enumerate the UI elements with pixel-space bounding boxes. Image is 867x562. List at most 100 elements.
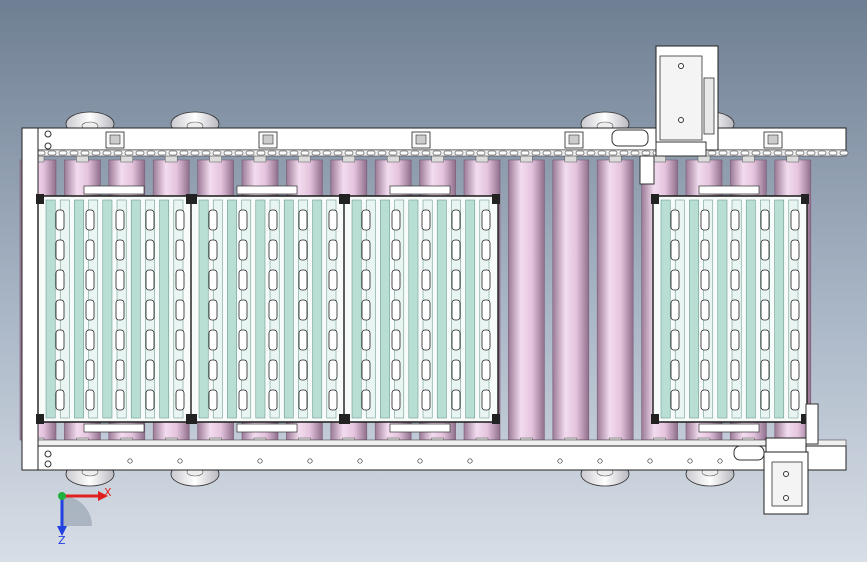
tray-slot	[328, 239, 338, 261]
tray-slot	[298, 359, 308, 381]
tray-slot	[760, 239, 770, 261]
chain-link	[113, 150, 123, 156]
tray-slot	[361, 389, 371, 411]
tray	[342, 185, 500, 433]
chain-link	[168, 150, 178, 156]
chain-link	[509, 150, 519, 156]
tray-slot	[481, 239, 491, 261]
chain-link	[201, 150, 211, 156]
tray-slot	[208, 299, 218, 321]
tray-slot	[361, 299, 371, 321]
tray-slot	[115, 299, 125, 321]
chain-link	[619, 150, 629, 156]
bottom-drive-motor	[733, 403, 819, 515]
tray-slot	[451, 389, 461, 411]
tray-slot	[298, 269, 308, 291]
tray-slot	[730, 209, 740, 231]
tray-slot	[85, 269, 95, 291]
tray-slot	[451, 209, 461, 231]
tray-slot	[730, 329, 740, 351]
tray-slot	[268, 269, 278, 291]
chain-link	[597, 150, 607, 156]
tray-slot	[790, 359, 800, 381]
bottom-frame-rail	[21, 439, 847, 471]
rail-bracket	[258, 131, 278, 149]
tray	[189, 185, 347, 433]
mounting-hole	[597, 458, 603, 464]
chain-link	[179, 150, 189, 156]
chain-link	[608, 150, 618, 156]
tray-slot	[481, 359, 491, 381]
chain-link	[157, 150, 167, 156]
chain-link	[476, 150, 486, 156]
tray-slot	[481, 389, 491, 411]
tray-slot	[481, 269, 491, 291]
tray-slot	[268, 329, 278, 351]
chain-link	[190, 150, 200, 156]
x-axis-label: X	[104, 486, 112, 499]
tray-slot	[115, 209, 125, 231]
tray-slot	[55, 239, 65, 261]
tray-slot	[730, 359, 740, 381]
chain-link	[718, 150, 728, 156]
chain-link	[828, 150, 838, 156]
chain-link	[300, 150, 310, 156]
chain-link	[146, 150, 156, 156]
mounting-hole	[257, 458, 263, 464]
tray-slot	[55, 209, 65, 231]
tray-slot	[208, 329, 218, 351]
mounting-hole	[307, 458, 313, 464]
tray-slot	[670, 389, 680, 411]
chain-link	[443, 150, 453, 156]
tray-slot	[391, 299, 401, 321]
mounting-hole	[647, 458, 653, 464]
tray-slot	[790, 209, 800, 231]
tray-slot	[670, 269, 680, 291]
chain-link	[773, 150, 783, 156]
tray-slot	[421, 329, 431, 351]
tray-slot	[145, 239, 155, 261]
tray-slot	[760, 329, 770, 351]
tray-slot	[268, 239, 278, 261]
chain-link	[454, 150, 464, 156]
tray-slot	[790, 389, 800, 411]
chain-link	[91, 150, 101, 156]
tray-slot	[670, 209, 680, 231]
mounting-hole	[357, 458, 363, 464]
chain-link	[278, 150, 288, 156]
tray-slot	[328, 299, 338, 321]
tray-slot	[451, 359, 461, 381]
axis-triad	[57, 491, 108, 536]
tray-slot	[55, 269, 65, 291]
tray-slot	[790, 269, 800, 291]
tray-slot	[451, 299, 461, 321]
tray-slot	[700, 359, 710, 381]
mounting-hole	[687, 458, 693, 464]
tray-slot	[760, 269, 770, 291]
tray-slot	[298, 239, 308, 261]
tray-slot	[328, 329, 338, 351]
roller	[552, 153, 590, 447]
chain-link	[212, 150, 222, 156]
tray-slot	[421, 269, 431, 291]
tray-slot	[790, 239, 800, 261]
tray-slot	[700, 209, 710, 231]
chain-link	[245, 150, 255, 156]
tray-slot	[421, 239, 431, 261]
tray-slot	[700, 239, 710, 261]
tray-slot	[85, 209, 95, 231]
tray-slot	[238, 209, 248, 231]
tray	[36, 185, 194, 433]
chain-link	[542, 150, 552, 156]
chain-link	[487, 150, 497, 156]
tray-slot	[145, 359, 155, 381]
tray-slot	[85, 389, 95, 411]
tray-slot	[268, 359, 278, 381]
chain-link	[124, 150, 134, 156]
tray-slot	[421, 359, 431, 381]
chain-link	[366, 150, 376, 156]
tray-slot	[481, 209, 491, 231]
chain-link	[289, 150, 299, 156]
